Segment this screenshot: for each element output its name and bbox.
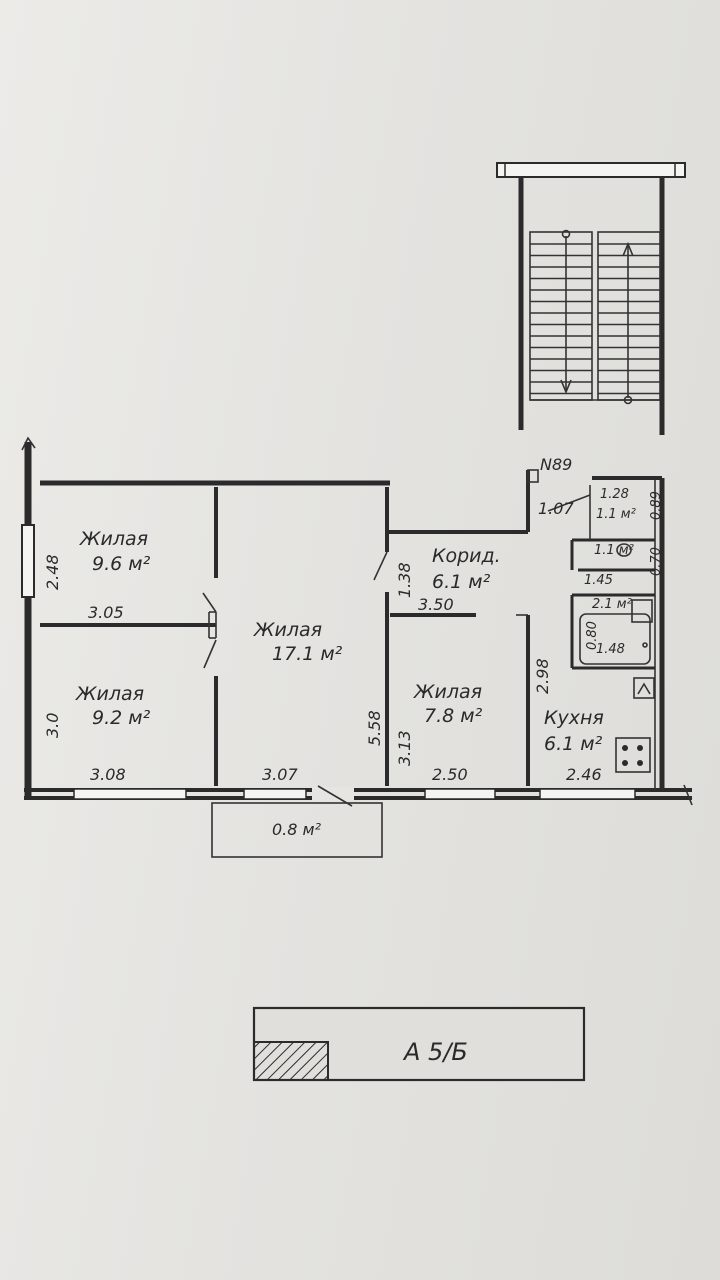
- dimension-label: 2.48: [43, 554, 62, 590]
- dimension-label: 0.70: [649, 547, 664, 576]
- room-area: 7.8 м²: [424, 705, 483, 727]
- building-stamp: А 5/Б: [252, 1006, 586, 1082]
- bath-area: 2.1 м²: [592, 597, 632, 612]
- dimension-label: 0.89: [649, 491, 664, 520]
- dimension-label: 3.50: [418, 595, 454, 614]
- dimension-label: 1.07: [538, 499, 574, 518]
- pantry-area: 1.1 м²: [594, 543, 634, 558]
- room-name: Жилая: [413, 681, 482, 703]
- dimension-label: 3.08: [90, 765, 126, 784]
- dimension-label: 2.46: [566, 765, 602, 784]
- staircase: [496, 162, 686, 435]
- dimension-label: 1.38: [395, 562, 414, 598]
- stamp-label: А 5/Б: [402, 1038, 468, 1066]
- dimension-label: 2.50: [432, 765, 468, 784]
- room-area: 9.2 м²: [92, 707, 151, 729]
- dimension-label: 0.80: [585, 621, 600, 650]
- dimension-label: 1.48: [596, 642, 625, 657]
- dimension-label: 3.13: [395, 730, 414, 766]
- wc-area: 1.1 м²: [596, 507, 636, 522]
- room-name: Жилая: [253, 619, 322, 641]
- room-area: 6.1 м²: [544, 733, 603, 755]
- room-name: Корид.: [432, 545, 501, 567]
- exterior-walls: [21, 436, 693, 858]
- flat-number: N89: [540, 455, 572, 474]
- dimension-label: 3.07: [262, 765, 298, 784]
- interior-walls: [40, 485, 655, 786]
- dimension-label: 3.0: [43, 713, 62, 738]
- dimensions: 2.48 3.05 3.0 3.08 3.07 5.58 3.13 1.38 3…: [43, 487, 664, 784]
- room-labels: Жилая 9.6 м² Жилая 17.1 м² Жилая 9.2 м² …: [75, 455, 636, 839]
- dimension-label: 2.98: [533, 658, 552, 694]
- dimension-label: 3.05: [88, 603, 124, 622]
- room-name: Жилая: [79, 528, 148, 550]
- room-area: 6.1 м²: [432, 571, 491, 593]
- dimension-label: 1.28: [600, 487, 629, 502]
- balcony-area: 0.8 м²: [272, 820, 322, 839]
- room-area: 17.1 м²: [272, 643, 343, 665]
- room-name: Кухня: [544, 707, 604, 729]
- room-area: 9.6 м²: [92, 553, 151, 575]
- dimension-label: 1.45: [584, 573, 613, 588]
- dimension-label: 5.58: [365, 710, 384, 746]
- room-name: Жилая: [75, 683, 144, 705]
